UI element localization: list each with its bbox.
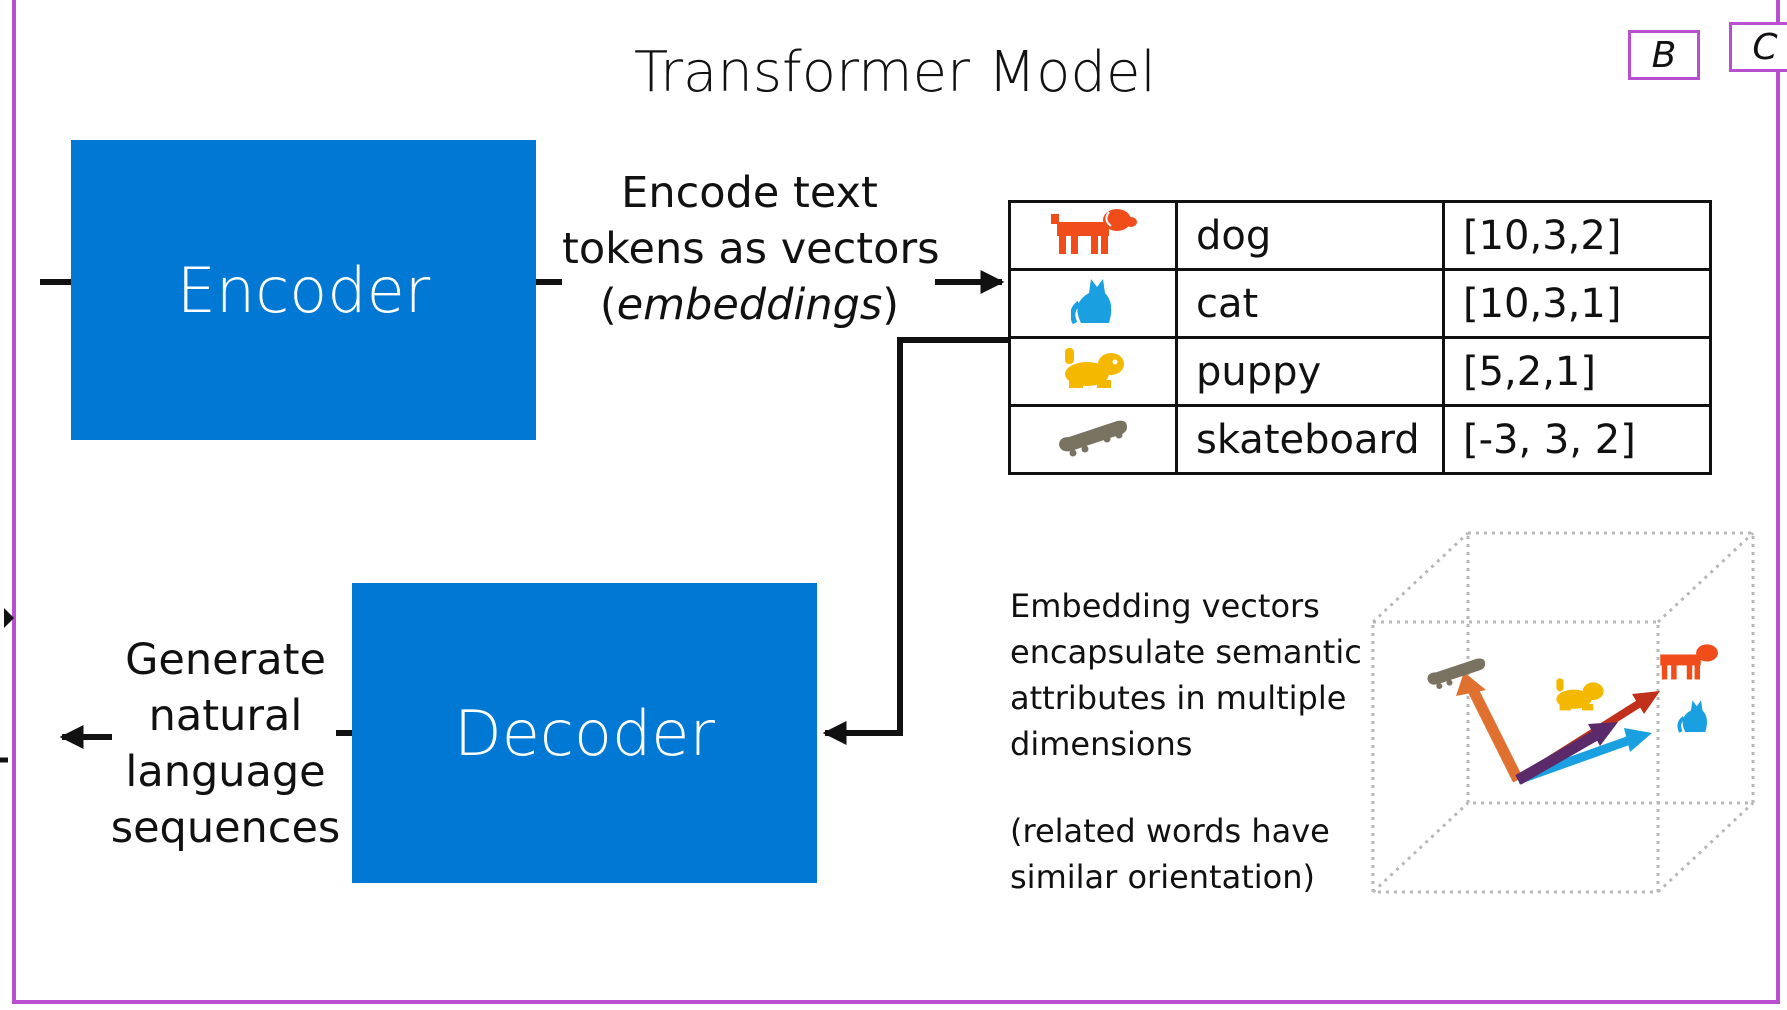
encode-caption-close-paren: ) [882, 280, 900, 330]
left-edge-arrowhead [4, 608, 14, 628]
generate-caption: Generate natural language sequences [108, 632, 343, 856]
generate-caption-line3: language [125, 747, 326, 797]
arrow-table-to-decoder [822, 337, 1008, 745]
encode-caption-line1: Encode text [621, 168, 878, 218]
cube-dog-icon [1660, 644, 1718, 680]
table-row: cat [10,3,1] [1008, 268, 1712, 339]
semantic-note-line3: attributes in multiple [1010, 679, 1347, 717]
semantic-note-line2: encapsulate semantic [1010, 633, 1362, 671]
cube-skateboard-icon [1427, 658, 1486, 689]
arrow-skateboard [1465, 681, 1523, 783]
decoder-label: Decoder [454, 696, 715, 770]
arrow-puppy [1515, 729, 1601, 785]
diagram-frame [12, 0, 1780, 1004]
corner-box-c: C [1729, 22, 1787, 72]
orientation-note-line1: (related words have [1010, 812, 1330, 850]
semantic-note: Embedding vectors encapsulate semantic a… [1010, 583, 1362, 767]
encode-caption: Encode text tokens as vectors (embedding… [562, 165, 940, 333]
cat-icon [1070, 278, 1112, 324]
orientation-note-line2: similar orientation) [1010, 858, 1315, 896]
generate-caption-line4: sequences [110, 803, 341, 853]
corner-box-b: B [1628, 30, 1700, 80]
encode-caption-open-paren: ( [599, 280, 617, 330]
icon-cell [1008, 404, 1178, 475]
skateboard-icon [1059, 420, 1127, 456]
semantic-note-line4: dimensions [1010, 725, 1193, 763]
diagram-title: Transformer Model [634, 40, 1156, 105]
corner-box-c-label: C [1752, 26, 1778, 68]
word-cell: cat [1175, 268, 1445, 339]
orientation-note: (related words have similar orientation) [1010, 808, 1330, 900]
cube-edges [1371, 531, 1755, 894]
dog-icon [1051, 208, 1137, 254]
embedding-arrows [1456, 672, 1660, 785]
generate-caption-line2: natural [148, 691, 303, 741]
vector-cell: [10,3,2] [1442, 200, 1712, 271]
vector-cell: [5,2,1] [1442, 336, 1712, 407]
table-row: skateboard [-3, 3, 2] [1008, 404, 1712, 475]
encoder-block: Encoder [71, 140, 536, 440]
vector-cell: [-3, 3, 2] [1442, 404, 1712, 475]
cube-cat-icon [1677, 700, 1707, 733]
vector-cell: [10,3,1] [1442, 268, 1712, 339]
decoder-block: Decoder [352, 583, 817, 883]
table-row: dog [10,3,2] [1008, 200, 1712, 271]
encode-caption-embeddings: embeddings [616, 280, 883, 330]
generate-caption-line1: Generate [125, 635, 326, 685]
cube-puppy-icon [1556, 678, 1604, 711]
corner-box-b-label: B [1651, 34, 1677, 76]
puppy-icon [1065, 347, 1124, 388]
word-cell: dog [1175, 200, 1445, 271]
icon-cell [1008, 336, 1178, 407]
word-cell: skateboard [1175, 404, 1445, 475]
encode-caption-line2: tokens as vectors [562, 224, 940, 274]
icon-cell [1008, 268, 1178, 339]
semantic-note-line1: Embedding vectors [1010, 587, 1320, 625]
encoder-label: Encoder [176, 253, 431, 327]
encode-caption-line3: (embeddings) [562, 277, 937, 333]
icon-cell [1008, 200, 1178, 271]
embeddings-table: dog [10,3,2] cat [10,3,1] puppy [5,2,1] [1008, 200, 1712, 475]
table-row: puppy [5,2,1] [1008, 336, 1712, 407]
word-cell: puppy [1175, 336, 1445, 407]
